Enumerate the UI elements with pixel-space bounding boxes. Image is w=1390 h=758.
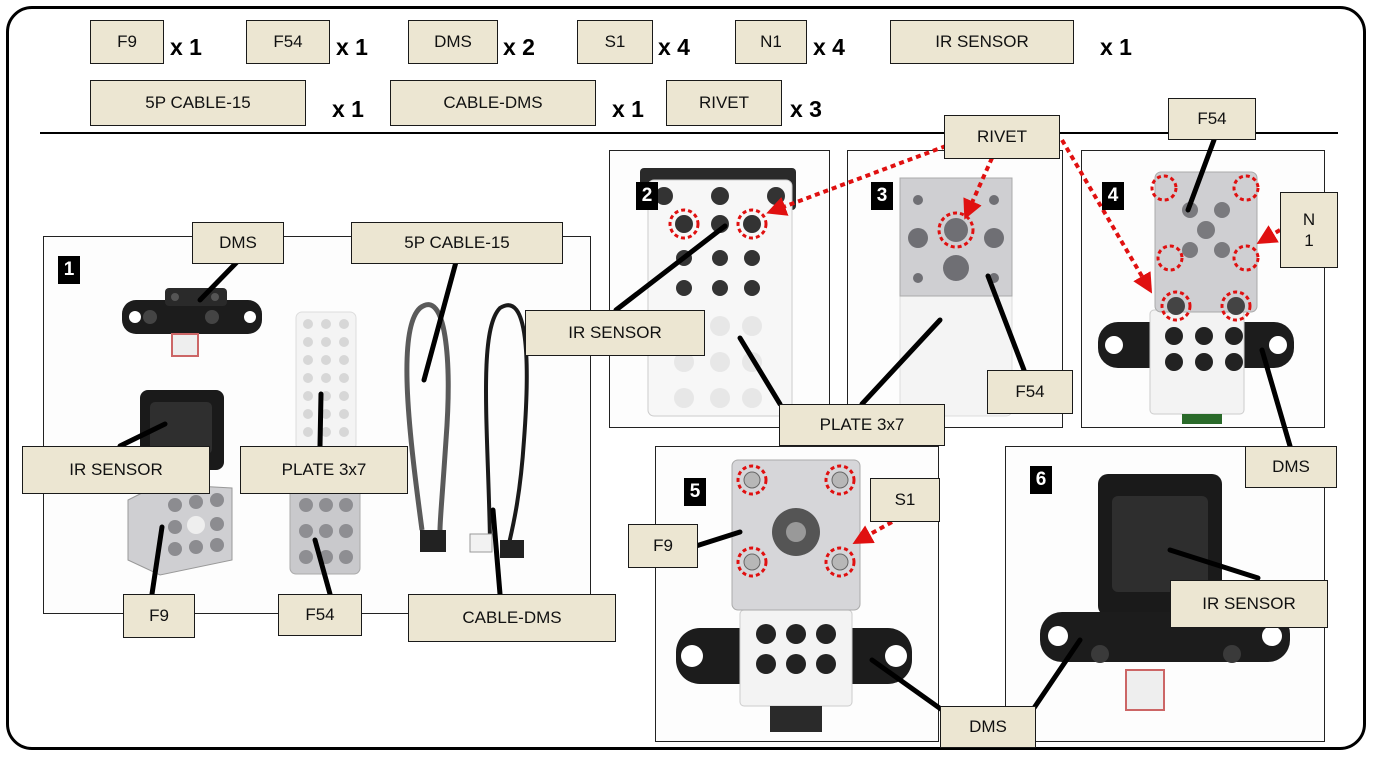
part-label-ir-sensor: IR SENSOR (890, 20, 1074, 64)
page-frame (6, 6, 1366, 750)
part-label-rivet: RIVET (666, 80, 782, 126)
part-label-dms: DMS (408, 20, 498, 64)
step2-assembly (640, 168, 796, 417)
callout-plate-3x7-step3: PLATE 3x7 (779, 404, 945, 446)
header-divider (40, 132, 1338, 134)
f54-part (289, 487, 361, 575)
callout-f54: F54 (278, 594, 362, 636)
callout-s1: S1 (870, 478, 940, 522)
part-label-n1: N1 (735, 20, 807, 64)
f9-bracket-part (127, 483, 233, 576)
cable-dms-part (469, 303, 529, 558)
callout-ir-sensor-step6: IR SENSOR (1170, 580, 1328, 628)
callout-5p-cable: 5P CABLE-15 (351, 222, 563, 264)
callout-ir-sensor: IR SENSOR (22, 446, 210, 494)
callout-plate-3x7: PLATE 3x7 (240, 446, 408, 494)
step3-assembly (899, 177, 1013, 417)
part-qty-s1: x 4 (658, 34, 690, 60)
callout-dms-step5: DMS (940, 706, 1036, 748)
part-label-5p-cable: 5P CABLE-15 (90, 80, 306, 126)
5p-cable-part (404, 302, 451, 552)
callout-n1: N 1 (1280, 192, 1338, 268)
part-qty-n1: x 4 (813, 34, 845, 60)
step-number-4: 4 (1102, 182, 1124, 210)
leader-lines (117, 137, 1293, 715)
step5-assembly (676, 459, 912, 732)
step4-assembly (1098, 171, 1294, 424)
plate-3x7-part (295, 311, 357, 451)
callout-ir-sensor-step2: IR SENSOR (525, 310, 705, 356)
callout-cable-dms: CABLE-DMS (408, 594, 616, 642)
part-qty-cable-dms: x 1 (612, 96, 644, 122)
part-label-f54: F54 (246, 20, 330, 64)
part-label-f9: F9 (90, 20, 164, 64)
callout-f9-step5: F9 (628, 524, 698, 568)
part-qty-rivet: x 3 (790, 96, 822, 122)
step-number-3: 3 (871, 182, 893, 210)
callout-rivet: RIVET (944, 115, 1060, 159)
part-qty-f54: x 1 (336, 34, 368, 60)
part-qty-ir-sensor: x 1 (1100, 34, 1132, 60)
part-label-s1: S1 (577, 20, 653, 64)
step-number-5: 5 (684, 478, 706, 506)
callout-dms: DMS (192, 222, 284, 264)
callout-f9: F9 (123, 594, 195, 638)
part-qty-dms: x 2 (503, 34, 535, 60)
placement-arrows (766, 138, 1282, 544)
callout-f54-top: F54 (1168, 98, 1256, 140)
dms-sensor-part (122, 288, 262, 357)
step-number-2: 2 (636, 182, 658, 210)
callout-dms-step4: DMS (1245, 446, 1337, 488)
callout-f54-step3: F54 (987, 370, 1073, 414)
part-label-cable-dms: CABLE-DMS (390, 80, 596, 126)
part-qty-5p-cable: x 1 (332, 96, 364, 122)
step-number-6: 6 (1030, 466, 1052, 494)
step-number-1: 1 (58, 256, 80, 284)
part-qty-f9: x 1 (170, 34, 202, 60)
